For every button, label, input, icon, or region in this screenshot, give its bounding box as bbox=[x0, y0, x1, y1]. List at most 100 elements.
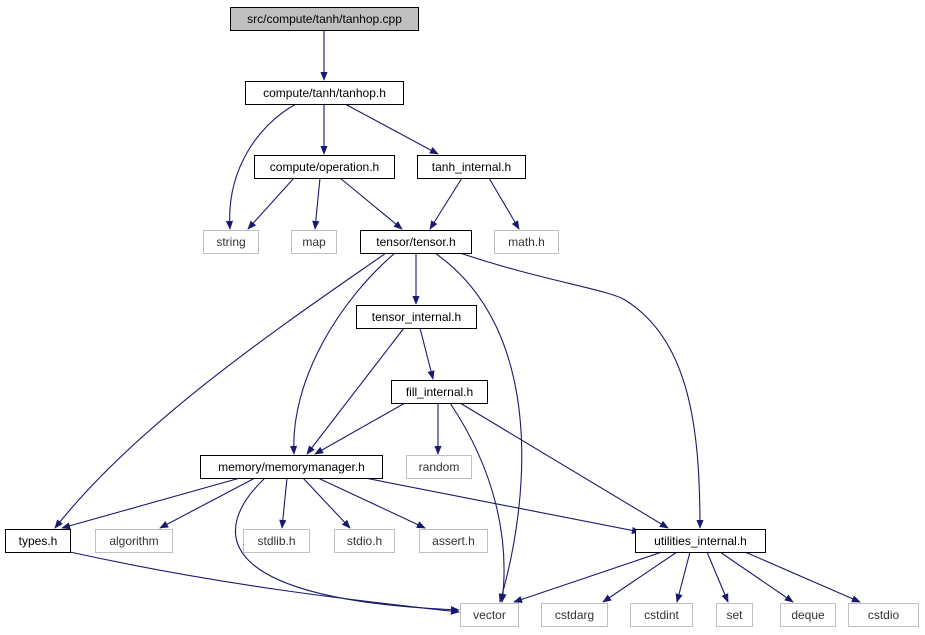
node-tensor-h[interactable]: tensor/tensor.h bbox=[360, 230, 472, 254]
edge-memorymanager_h-to-utilities_internal_h bbox=[364, 477, 641, 534]
node-box bbox=[460, 603, 519, 627]
node-label: random bbox=[419, 460, 460, 474]
node-math-h: math.h bbox=[494, 230, 559, 254]
edge-tensor_h-to-types_h bbox=[54, 252, 387, 529]
node-label: set bbox=[726, 608, 743, 622]
node-box bbox=[334, 529, 395, 553]
node-box bbox=[254, 155, 395, 179]
node-label: compute/operation.h bbox=[270, 160, 379, 174]
edge-operation_h-to-map bbox=[312, 177, 321, 230]
edge-memorymanager_h-to-assert_h bbox=[317, 477, 426, 529]
node-set: set bbox=[716, 603, 753, 627]
node-deque: deque bbox=[780, 603, 836, 627]
node-label: math.h bbox=[508, 235, 545, 249]
node-label: vector bbox=[473, 608, 506, 622]
node-box bbox=[291, 230, 337, 254]
node-tanh-internal-h[interactable]: tanh_internal.h bbox=[417, 155, 526, 179]
node-box bbox=[203, 230, 259, 254]
node-label: deque bbox=[791, 608, 825, 622]
node-box bbox=[635, 529, 766, 553]
node-cstdio: cstdio bbox=[848, 603, 919, 627]
node-tensor-internal-h[interactable]: tensor_internal.h bbox=[356, 305, 477, 329]
node-cstdarg: cstdarg bbox=[541, 603, 608, 627]
node-types-h[interactable]: types.h bbox=[5, 529, 71, 553]
node-assert-h: assert.h bbox=[419, 529, 488, 553]
node-label: assert.h bbox=[432, 534, 475, 548]
edge-tanh_internal_h-to-tensor_h bbox=[429, 177, 463, 230]
edge-utilities_internal_h-to-cstdarg bbox=[602, 551, 678, 603]
node-box bbox=[230, 7, 419, 31]
node-label: tanh_internal.h bbox=[432, 160, 511, 174]
node-label: tensor_internal.h bbox=[372, 310, 461, 324]
node-string: string bbox=[203, 230, 259, 254]
node-label: cstdio bbox=[868, 608, 900, 622]
edge-memorymanager_h-to-algorithm bbox=[159, 477, 256, 529]
node-cstdint: cstdint bbox=[630, 603, 693, 627]
node-box bbox=[848, 603, 919, 627]
edge-utilities_internal_h-to-deque bbox=[719, 551, 794, 603]
node-box bbox=[417, 155, 526, 179]
edge-memorymanager_h-to-stdlib_h bbox=[279, 477, 288, 529]
edge-utilities_internal_h-to-cstdint bbox=[675, 551, 691, 603]
node-label: src/compute/tanh/tanhop.cpp bbox=[247, 12, 402, 26]
node-stdio-h: stdio.h bbox=[334, 529, 395, 553]
node-label: algorithm bbox=[109, 534, 158, 548]
node-utilities-internal-h[interactable]: utilities_internal.h bbox=[635, 529, 766, 553]
node-map: map bbox=[291, 230, 337, 254]
edge-operation_h-to-tensor_h bbox=[339, 177, 403, 230]
edge-tensor_internal_h-to-memorymanager_h bbox=[306, 327, 405, 455]
node-box bbox=[245, 81, 404, 105]
node-fill-internal-h[interactable]: fill_internal.h bbox=[391, 380, 488, 404]
edge-memorymanager_h-to-vector bbox=[235, 477, 460, 614]
node-stdlib-h: stdlib.h bbox=[243, 529, 310, 553]
edge-utilities_internal_h-to-cstdio bbox=[744, 551, 861, 603]
edge-operation_h-to-string bbox=[247, 177, 295, 230]
node-label: stdio.h bbox=[347, 534, 382, 548]
node-tanhop-h[interactable]: compute/tanh/tanhop.h bbox=[245, 81, 404, 105]
edge-memorymanager_h-to-types_h bbox=[61, 477, 241, 530]
node-label: cstdarg bbox=[555, 608, 594, 622]
node-box bbox=[630, 603, 693, 627]
node-label: map bbox=[302, 235, 326, 249]
node-box bbox=[200, 455, 383, 479]
node-operation-h[interactable]: compute/operation.h bbox=[254, 155, 395, 179]
node-label: memory/memorymanager.h bbox=[218, 460, 365, 474]
node-box bbox=[541, 603, 608, 627]
node-label: string bbox=[216, 235, 245, 249]
edge-tensor_h-to-vector bbox=[434, 252, 523, 603]
edge-fill_internal_h-to-memorymanager_h bbox=[314, 402, 406, 455]
node-label: types.h bbox=[19, 534, 58, 548]
node-label: utilities_internal.h bbox=[654, 534, 747, 548]
edge-fill_internal_h-to-vector bbox=[449, 402, 507, 603]
edge-tensor_h-to-memorymanager_h bbox=[289, 252, 396, 455]
edge-tensor_h-to-utilities_internal_h bbox=[459, 252, 704, 529]
edge-memorymanager_h-to-stdio_h bbox=[302, 477, 351, 529]
node-box bbox=[356, 305, 477, 329]
node-box bbox=[419, 529, 488, 553]
node-root[interactable]: src/compute/tanh/tanhop.cpp bbox=[230, 7, 419, 31]
edge-tanhop_h-to-tanh_internal_h bbox=[344, 103, 439, 155]
edge-tanh_internal_h-to-math_h bbox=[488, 177, 520, 230]
node-box bbox=[391, 380, 488, 404]
node-label: fill_internal.h bbox=[406, 385, 473, 399]
edge-utilities_internal_h-to-set bbox=[706, 551, 729, 603]
edge-fill_internal_h-to-utilities_internal_h bbox=[459, 402, 669, 529]
node-algorithm: algorithm bbox=[95, 529, 173, 553]
node-box bbox=[95, 529, 173, 553]
node-box bbox=[406, 455, 472, 479]
node-label: compute/tanh/tanhop.h bbox=[263, 86, 386, 100]
node-memorymanager-h[interactable]: memory/memorymanager.h bbox=[200, 455, 383, 479]
node-box bbox=[243, 529, 310, 553]
node-vector: vector bbox=[460, 603, 519, 627]
node-box bbox=[716, 603, 753, 627]
node-label: cstdint bbox=[644, 608, 679, 622]
edge-tensor_internal_h-to-fill_internal_h bbox=[419, 327, 435, 380]
node-random: random bbox=[406, 455, 472, 479]
node-box bbox=[780, 603, 836, 627]
edge-utilities_internal_h-to-vector bbox=[513, 551, 663, 603]
edge-types_h-to-vector bbox=[69, 551, 460, 615]
node-label: stdlib.h bbox=[257, 534, 295, 548]
node-box bbox=[360, 230, 472, 254]
edge-tanhop_h-to-string bbox=[225, 103, 297, 230]
